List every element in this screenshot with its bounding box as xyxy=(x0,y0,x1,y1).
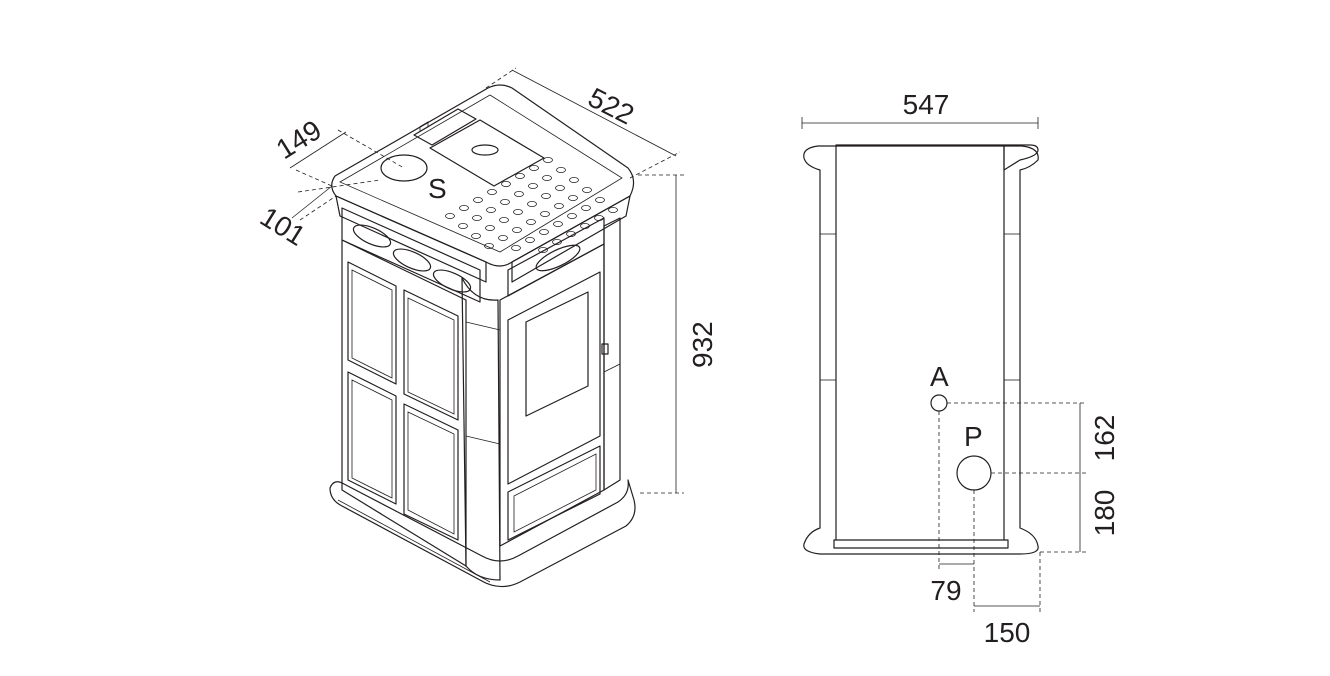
grille-hole xyxy=(542,174,552,181)
stove-base xyxy=(329,479,636,588)
lid-handle xyxy=(471,144,499,156)
grille-hole xyxy=(569,176,579,183)
grille-hole xyxy=(513,208,523,215)
grille-hole xyxy=(485,224,495,231)
height-dimension: 932 xyxy=(638,174,718,494)
left-panel-top-1 xyxy=(347,261,397,385)
flue-offset-side-value: 101 xyxy=(255,201,311,252)
door-handle xyxy=(601,343,609,355)
grille-hole xyxy=(568,194,578,201)
width-dimension: 547 xyxy=(801,89,1039,129)
flue-outlet-side-offset-value: 150 xyxy=(984,617,1031,648)
control-panel xyxy=(413,108,477,146)
air-inlet-height-value: 162 xyxy=(1089,415,1120,462)
upper-band-left xyxy=(335,195,487,283)
left-panel-bottom-2 xyxy=(403,403,459,541)
grille-hole xyxy=(553,220,563,227)
width-value: 547 xyxy=(903,89,950,120)
grille-hole xyxy=(582,186,592,193)
grille-hole xyxy=(539,228,549,235)
grille-hole xyxy=(471,232,481,239)
left-frieze xyxy=(341,207,481,303)
grille-hole xyxy=(501,180,511,187)
grille-hole xyxy=(595,196,605,203)
rear-base-plinth xyxy=(833,539,1009,549)
grille-hole xyxy=(541,192,551,199)
grille-hole xyxy=(487,188,497,195)
lower-drawer xyxy=(507,445,601,541)
grille-hole xyxy=(527,200,537,207)
upper-band-right xyxy=(511,195,631,283)
grille-hole xyxy=(514,190,524,197)
depth-dimension: 522 xyxy=(485,67,681,179)
left-panel-bottom-1 xyxy=(347,371,397,505)
grille-hole xyxy=(511,244,521,251)
rear-body xyxy=(803,145,1039,555)
grille-hole xyxy=(499,216,509,223)
flue-outlet-circle xyxy=(956,455,992,491)
frieze-ornament-2 xyxy=(392,248,432,272)
front-side-body xyxy=(499,243,605,547)
top-ventilation-grille xyxy=(445,156,618,253)
door-glass xyxy=(525,291,589,417)
stove-isometric-view: S 522 932 149 101 xyxy=(255,67,718,588)
grille-hole xyxy=(608,206,618,213)
stove-rear-view: 547 A P 162 180 79 150 xyxy=(801,89,1120,648)
rear-outline xyxy=(835,144,1039,171)
grille-hole xyxy=(552,238,562,245)
grille-hole xyxy=(486,206,496,213)
grille-hole xyxy=(567,212,577,219)
frieze-ornament-1 xyxy=(352,224,392,248)
grille-hole xyxy=(594,214,604,221)
depth-value: 522 xyxy=(583,82,639,131)
grille-hole xyxy=(529,164,539,171)
grille-hole xyxy=(473,196,483,203)
control-button-icon xyxy=(419,121,429,133)
grille-hole xyxy=(445,212,455,219)
grille-hole xyxy=(472,214,482,221)
stove-top-inner-edge xyxy=(339,94,623,253)
flue-outlet-label: P xyxy=(964,421,983,452)
stove-top-plate xyxy=(331,84,635,267)
front-frieze-ornament xyxy=(535,244,581,272)
grille-hole xyxy=(498,234,508,241)
grille-hole xyxy=(459,204,469,211)
frieze-ornament-3 xyxy=(432,269,472,293)
grille-hole xyxy=(581,204,591,211)
grille-hole xyxy=(528,182,538,189)
grille-hole xyxy=(512,226,522,233)
grille-hole xyxy=(554,202,564,209)
top-flue-outlet xyxy=(380,154,428,182)
grille-hole xyxy=(500,198,510,205)
top-flue-label: S xyxy=(428,173,447,204)
flue-outlet-height-value: 180 xyxy=(1089,490,1120,537)
left-panel-top-2 xyxy=(403,289,459,421)
grille-hole xyxy=(458,222,468,229)
grille-hole xyxy=(556,166,566,173)
left-side-body xyxy=(341,239,467,567)
grille-hole xyxy=(526,218,536,225)
air-inlet-label: A xyxy=(930,361,949,392)
corner-column xyxy=(461,277,501,581)
grille-hole xyxy=(538,246,548,253)
height-value: 932 xyxy=(687,321,718,368)
grille-hole xyxy=(540,210,550,217)
air-inlet-circle xyxy=(930,394,948,412)
air-inlet-side-offset-value: 79 xyxy=(930,575,961,606)
grille-hole xyxy=(555,184,565,191)
front-door xyxy=(507,271,601,485)
grille-hole xyxy=(543,156,553,163)
flue-offset-depth-value: 149 xyxy=(271,114,327,165)
grille-hole xyxy=(515,172,525,179)
flue-offset-dimensions: 149 101 xyxy=(255,114,405,252)
grille-hole xyxy=(525,236,535,243)
grille-hole xyxy=(484,242,494,249)
top-cover-lid xyxy=(429,119,545,187)
